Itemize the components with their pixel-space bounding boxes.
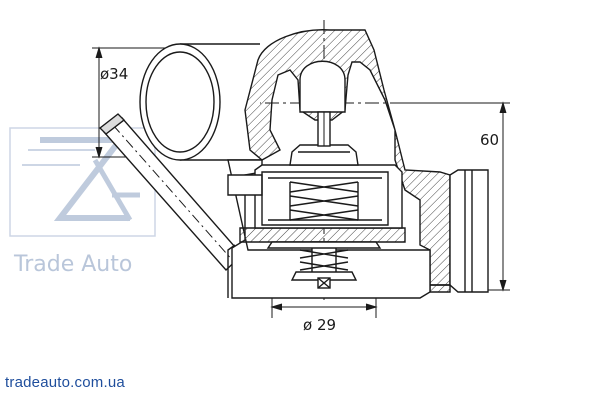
thermostat-frame (261, 171, 389, 226)
thermostat-dome (289, 111, 359, 166)
gasket (227, 164, 406, 243)
pipe-diameter-dimension (92, 46, 200, 159)
housing-section (244, 29, 451, 286)
valve-disc (266, 241, 382, 249)
watermark-logo (9, 127, 156, 237)
main-spring (289, 181, 359, 221)
height-label: 60 (480, 131, 499, 149)
watermark-brand: Trade Auto (13, 252, 132, 277)
pipe-diameter-label: ø34 (100, 65, 128, 83)
inlet-pipe (139, 43, 262, 161)
website-link[interactable]: tradeauto.com.ua (5, 374, 125, 391)
valve-diameter-label: ø 29 (303, 316, 336, 334)
outlet-flange (429, 169, 489, 293)
